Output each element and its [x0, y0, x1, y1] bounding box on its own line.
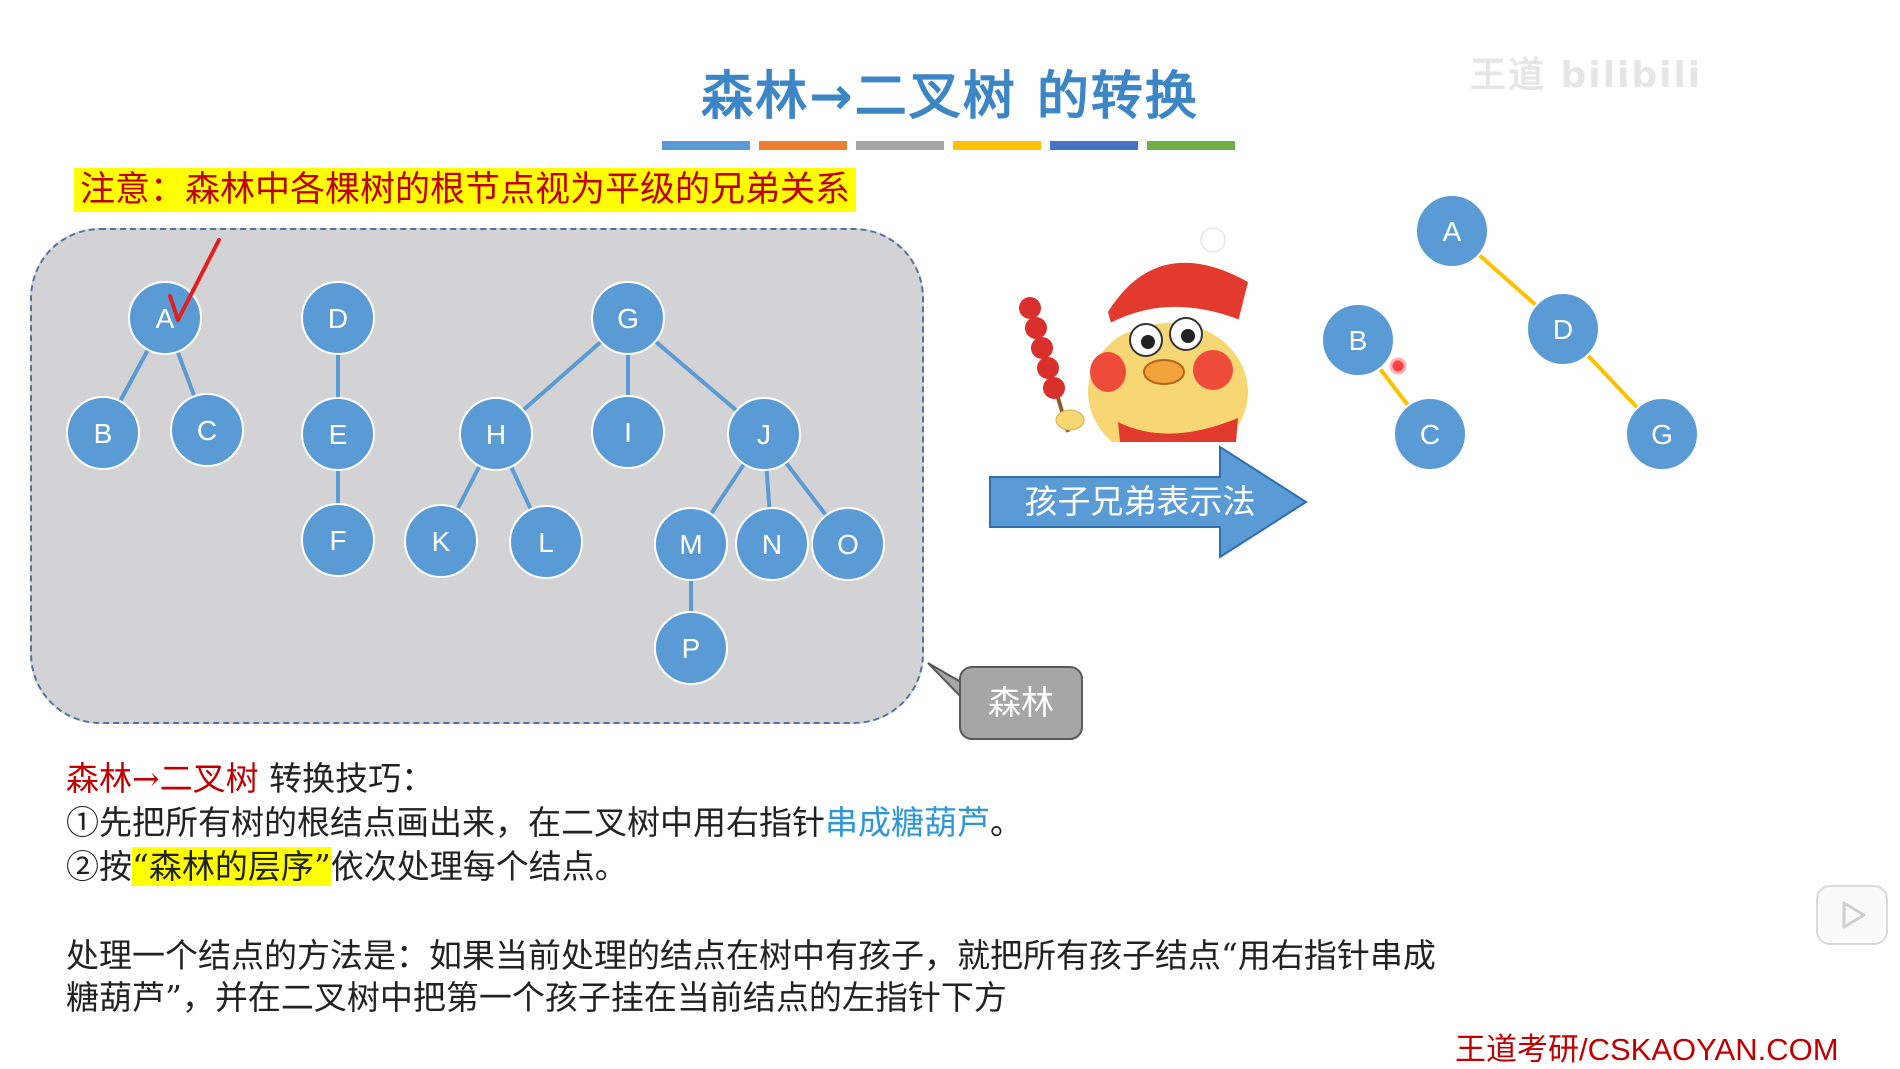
binary-tree-edges — [1356, 229, 1664, 436]
node-label: D — [328, 303, 348, 334]
node-label: B — [1349, 325, 1368, 356]
conversion-arrow-label: 孩子兄弟表示法 — [1024, 482, 1256, 521]
conversion-tips: 森林→二叉树 转换技巧： ①先把所有树的根结点画出来，在二叉树中用右指针串成糖葫… — [66, 757, 1023, 889]
node-P — [654, 611, 728, 685]
binary-tree-labels: A B C D G — [1349, 216, 1673, 450]
node-label: K — [432, 526, 451, 557]
node-label: A — [1443, 216, 1462, 247]
tips-step-1: ①先把所有树的根结点画出来，在二叉树中用右指针串成糖葫芦。 — [66, 801, 1023, 845]
node-label: B — [94, 418, 113, 449]
title-color-bar — [1050, 141, 1138, 150]
pointer-dot — [1389, 357, 1407, 375]
forest-callout — [927, 662, 1083, 740]
conversion-arrow — [989, 445, 1308, 559]
step1-blue-text: 串成糖葫芦 — [825, 803, 990, 842]
node-label: G — [617, 303, 639, 334]
node-C — [170, 393, 244, 467]
title-color-bar — [1147, 141, 1235, 150]
footer-brand: 王道考研/CSKAOYAN.COM — [1455, 1032, 1839, 1067]
node-D — [301, 281, 375, 355]
node-label: C — [1420, 419, 1440, 450]
page-title: 森林→二叉树 的转换 — [701, 67, 1199, 127]
tips-heading-red: 森林→二叉树 — [66, 759, 259, 798]
step2-suffix: 依次处理每个结点。 — [330, 847, 628, 886]
node-label: F — [329, 525, 346, 556]
mascot-bird-icon — [1008, 222, 1268, 442]
note-banner: 注意：森林中各棵树的根节点视为平级的兄弟关系 — [74, 168, 857, 212]
bt-node-C — [1393, 397, 1467, 471]
tips-step-2: ②按“森林的层序”依次处理每个结点。 — [66, 845, 1023, 889]
node-label: O — [837, 529, 859, 560]
title-color-bar — [953, 141, 1041, 150]
step1-prefix: ①先把所有树的根结点画出来，在二叉树中用右指针 — [66, 803, 825, 842]
step1-suffix: 。 — [990, 803, 1023, 842]
node-I — [591, 395, 665, 469]
node-label: E — [329, 419, 348, 450]
tips-heading-rest: 转换技巧： — [258, 759, 435, 798]
node-A — [128, 281, 202, 355]
node-K — [404, 504, 478, 578]
node-L — [509, 505, 583, 579]
play-button[interactable] — [1816, 885, 1888, 945]
node-N — [735, 507, 809, 581]
step2-highlight: “森林的层序” — [132, 847, 331, 886]
node-F — [301, 503, 375, 577]
node-label: N — [762, 529, 782, 560]
tips-heading: 森林→二叉树 转换技巧： — [66, 757, 1023, 801]
node-M — [654, 507, 728, 581]
play-icon — [1842, 901, 1866, 929]
node-label: J — [757, 419, 771, 450]
bt-node-A — [1415, 194, 1489, 268]
node-label: G — [1651, 419, 1673, 450]
node-label: I — [624, 417, 632, 448]
node-H — [459, 397, 533, 471]
bt-node-D — [1526, 292, 1600, 366]
node-label: D — [1553, 314, 1573, 345]
title-color-bar — [856, 141, 944, 150]
step2-prefix: ②按 — [66, 847, 132, 886]
node-label: M — [679, 529, 702, 560]
forest-callout-label: 森林 — [988, 683, 1054, 722]
node-E — [301, 397, 375, 471]
node-B — [66, 396, 140, 470]
binary-tree-nodes — [1321, 194, 1699, 471]
title-color-bar — [759, 141, 847, 150]
watermark: 王道 bilibili — [1470, 55, 1703, 96]
node-label: C — [197, 415, 217, 446]
node-O — [811, 507, 885, 581]
forest-edges — [101, 316, 850, 648]
node-G — [591, 281, 665, 355]
node-label: H — [486, 419, 506, 450]
title-color-bar — [662, 141, 750, 150]
bt-node-B — [1321, 303, 1395, 377]
forest-nodes — [66, 281, 885, 685]
method-paragraph: 处理一个结点的方法是：如果当前处理的结点在树中有孩子，就把所有孩子结点“用右指针… — [66, 936, 1436, 1017]
node-label: L — [538, 527, 554, 558]
node-label: A — [156, 303, 175, 334]
forest-node-labels: A B C D E F G H I J K L M N O P — [94, 303, 859, 664]
bt-node-G — [1625, 397, 1699, 471]
node-label: P — [682, 633, 701, 664]
node-J — [727, 397, 801, 471]
red-checkmark-icon — [168, 238, 221, 322]
